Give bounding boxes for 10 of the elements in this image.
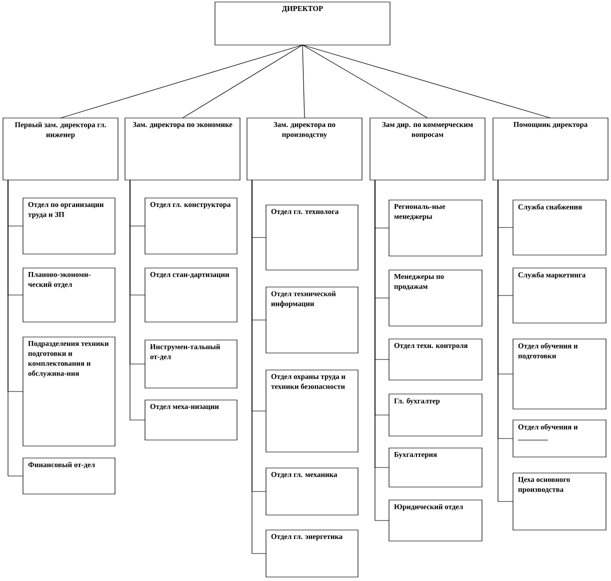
connector-line <box>8 180 24 476</box>
connector-line <box>252 180 266 554</box>
connector-line <box>302 44 428 118</box>
connector-line <box>182 44 303 118</box>
connector-line <box>302 44 305 118</box>
connector-line <box>302 44 551 118</box>
connector-line <box>60 44 303 118</box>
connector-line <box>130 180 146 420</box>
connector-line <box>498 180 514 502</box>
connector-line <box>374 180 390 521</box>
